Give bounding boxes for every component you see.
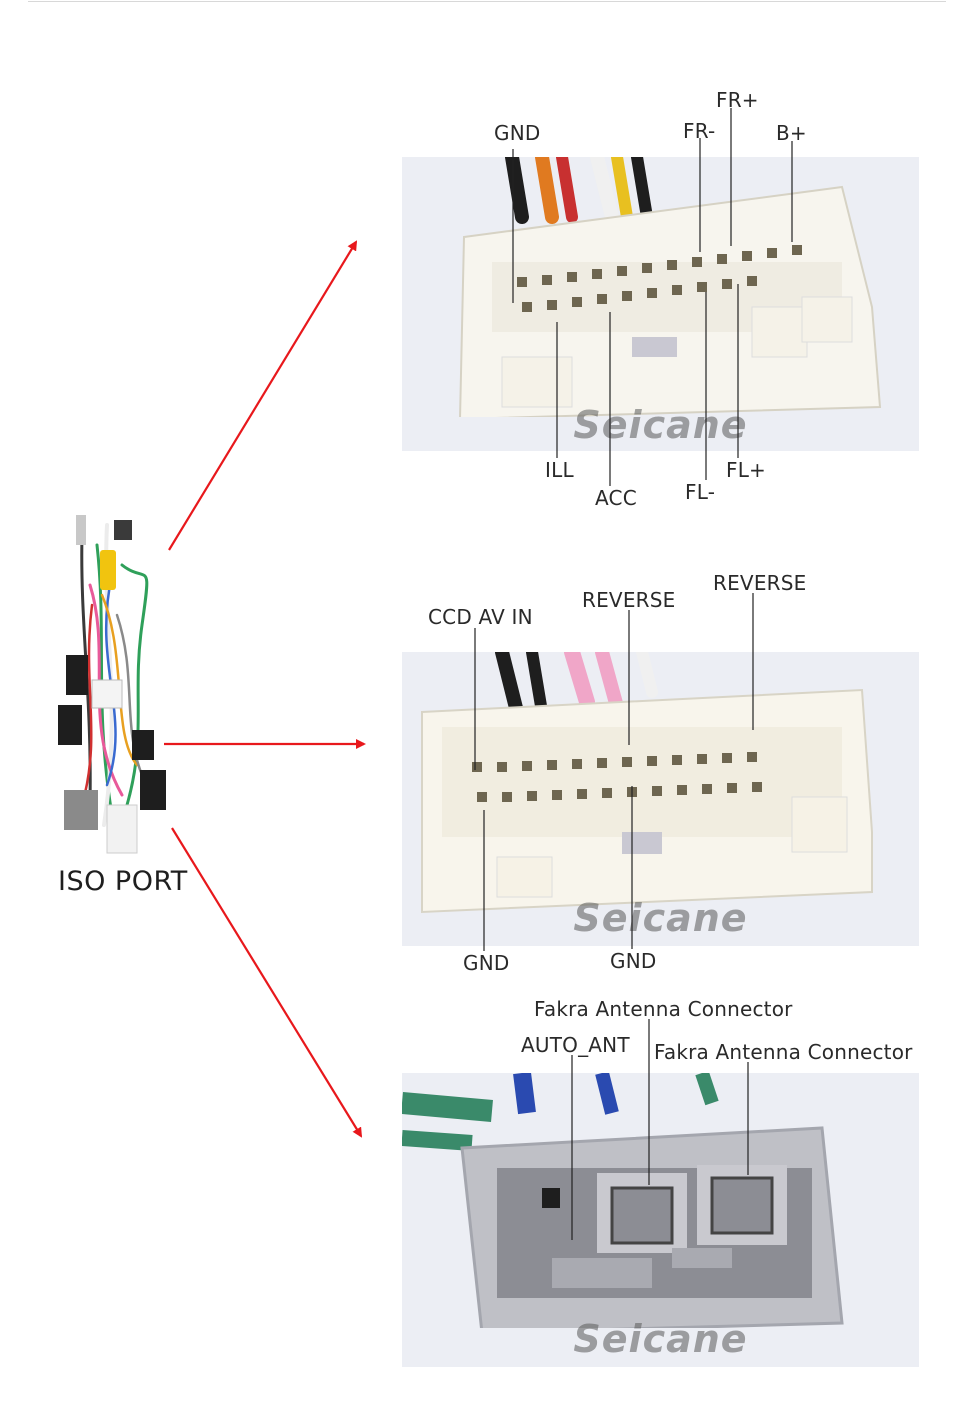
arrow-to-connector-1 [168,240,358,551]
top-divider [28,1,946,2]
label-c3-fakra-2: Fakra Antenna Connector [654,1040,913,1064]
iso-harness-image [52,505,170,860]
label-c1-acc: ACC [595,486,637,510]
label-c3-fakra-1: Fakra Antenna Connector [534,997,793,1021]
label-c2-reverse-2: REVERSE [713,571,807,595]
connector-photo-3: Seicane [402,1073,919,1367]
label-c1-fl-plus: FL+ [726,458,767,482]
label-c1-b-plus: B+ [776,121,807,145]
label-c1-fl-minus: FL- [685,480,716,504]
label-c2-reverse-1: REVERSE [582,588,676,612]
label-c2-ccd-av-in: CCD AV IN [428,605,533,629]
label-c1-ill: ILL [545,458,574,482]
label-c1-gnd: GND [494,121,541,145]
watermark-2: Seicane [573,896,748,940]
watermark-3: Seicane [573,1317,748,1361]
connector-photo-1: Seicane [402,157,919,451]
connector-photo-2: Seicane [402,652,919,946]
watermark-1: Seicane [573,403,748,447]
label-c2-gnd-1: GND [463,951,510,975]
iso-port-label: ISO PORT [58,866,188,897]
label-c1-fr-minus: FR- [683,119,716,143]
label-c2-gnd-2: GND [610,949,657,973]
arrow-to-connector-3 [171,827,363,1138]
label-c1-fr-plus: FR+ [716,88,759,112]
label-c3-auto-ant: AUTO_ANT [521,1033,630,1057]
